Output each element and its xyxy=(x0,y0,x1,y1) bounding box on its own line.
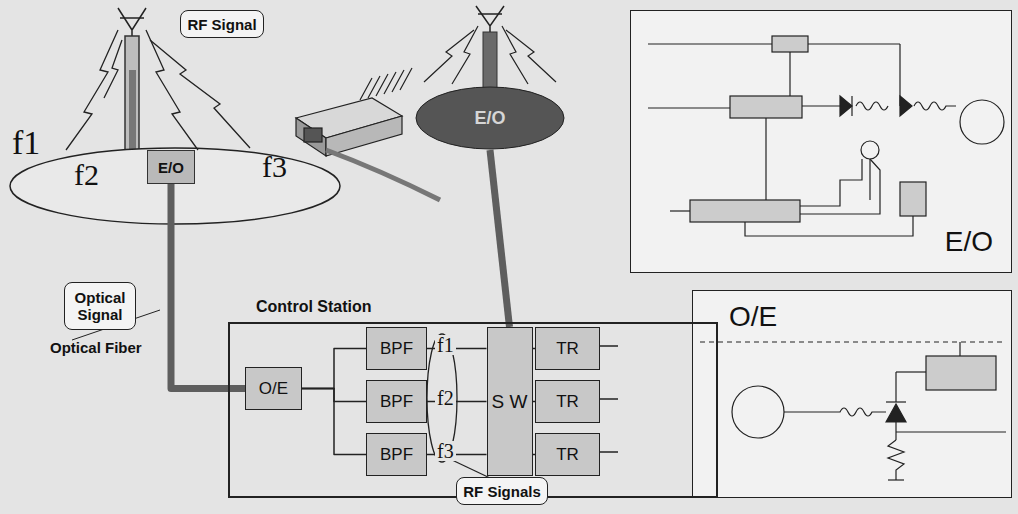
oe-schematic xyxy=(700,342,1006,480)
output-lines xyxy=(598,346,618,452)
frequency-label: f1 xyxy=(12,126,40,160)
node-text: E/O xyxy=(474,108,505,129)
node-text: O/E xyxy=(259,379,288,399)
antenna-feed xyxy=(129,70,136,150)
eo-converter: E/O xyxy=(147,150,195,184)
leader-line xyxy=(452,460,490,478)
fiber-label: Optical Fiber xyxy=(50,340,142,355)
left-antenna xyxy=(118,8,146,36)
node-text: O/E xyxy=(729,301,777,333)
station-heading: Control Station xyxy=(256,298,372,316)
frequency-label: f1 xyxy=(435,335,456,355)
node-text: Optical Signal xyxy=(69,289,131,323)
optical-fiber xyxy=(490,150,510,327)
inset-ground xyxy=(692,290,1012,498)
transceiver: TR xyxy=(535,327,600,370)
signal-line xyxy=(302,349,366,389)
callout-box: Optical Signal xyxy=(64,282,136,330)
rf-radiation xyxy=(66,30,250,150)
switch-box: S W xyxy=(487,327,533,476)
node-text: E/O xyxy=(158,159,184,176)
bandpass-filter: BPF xyxy=(366,433,427,476)
cell-ellipse xyxy=(10,148,340,224)
bandpass-filter: BPF xyxy=(366,380,427,423)
bandpass-filter: BPF xyxy=(366,327,427,370)
node-text: TR xyxy=(556,339,579,359)
callout-box: RF Signal xyxy=(180,10,264,38)
control-station: Control StationO/EBPFBPFBPFS WTRTRTR xyxy=(228,322,718,498)
eo-schematic xyxy=(648,36,1004,236)
signal-line xyxy=(302,389,366,455)
node-text: RF Signal xyxy=(187,16,256,33)
transceiver: TR xyxy=(535,380,600,423)
node-text: BPF xyxy=(380,445,413,465)
optical-module xyxy=(296,68,440,200)
frequency-label: f3 xyxy=(262,152,287,182)
frequency-label: f2 xyxy=(74,160,99,190)
node-text: TR xyxy=(556,392,579,412)
middle-antenna xyxy=(476,6,504,32)
node-text: BPF xyxy=(380,339,413,359)
node-text: E/O xyxy=(945,226,993,258)
oe-converter: O/E xyxy=(245,367,302,410)
inset-panel: E/O xyxy=(630,10,1012,273)
antenna-mast xyxy=(125,36,139,152)
callout-box: RF Signals xyxy=(456,477,548,505)
node-text: TR xyxy=(556,445,579,465)
optical-fiber xyxy=(171,184,245,389)
inset-ground xyxy=(630,10,1012,273)
transceiver: TR xyxy=(535,433,600,476)
rf-radiation xyxy=(424,26,556,84)
node-text: S W xyxy=(492,391,528,413)
inset-panel: O/E xyxy=(692,290,1012,498)
frequency-label: f2 xyxy=(435,388,456,408)
frequency-label: f3 xyxy=(435,441,456,461)
antenna-mast xyxy=(483,32,497,92)
node-text: RF Signals xyxy=(463,483,541,500)
signal-bracket xyxy=(427,334,457,462)
eo-oval: E/O xyxy=(415,86,565,150)
node-text: BPF xyxy=(380,392,413,412)
